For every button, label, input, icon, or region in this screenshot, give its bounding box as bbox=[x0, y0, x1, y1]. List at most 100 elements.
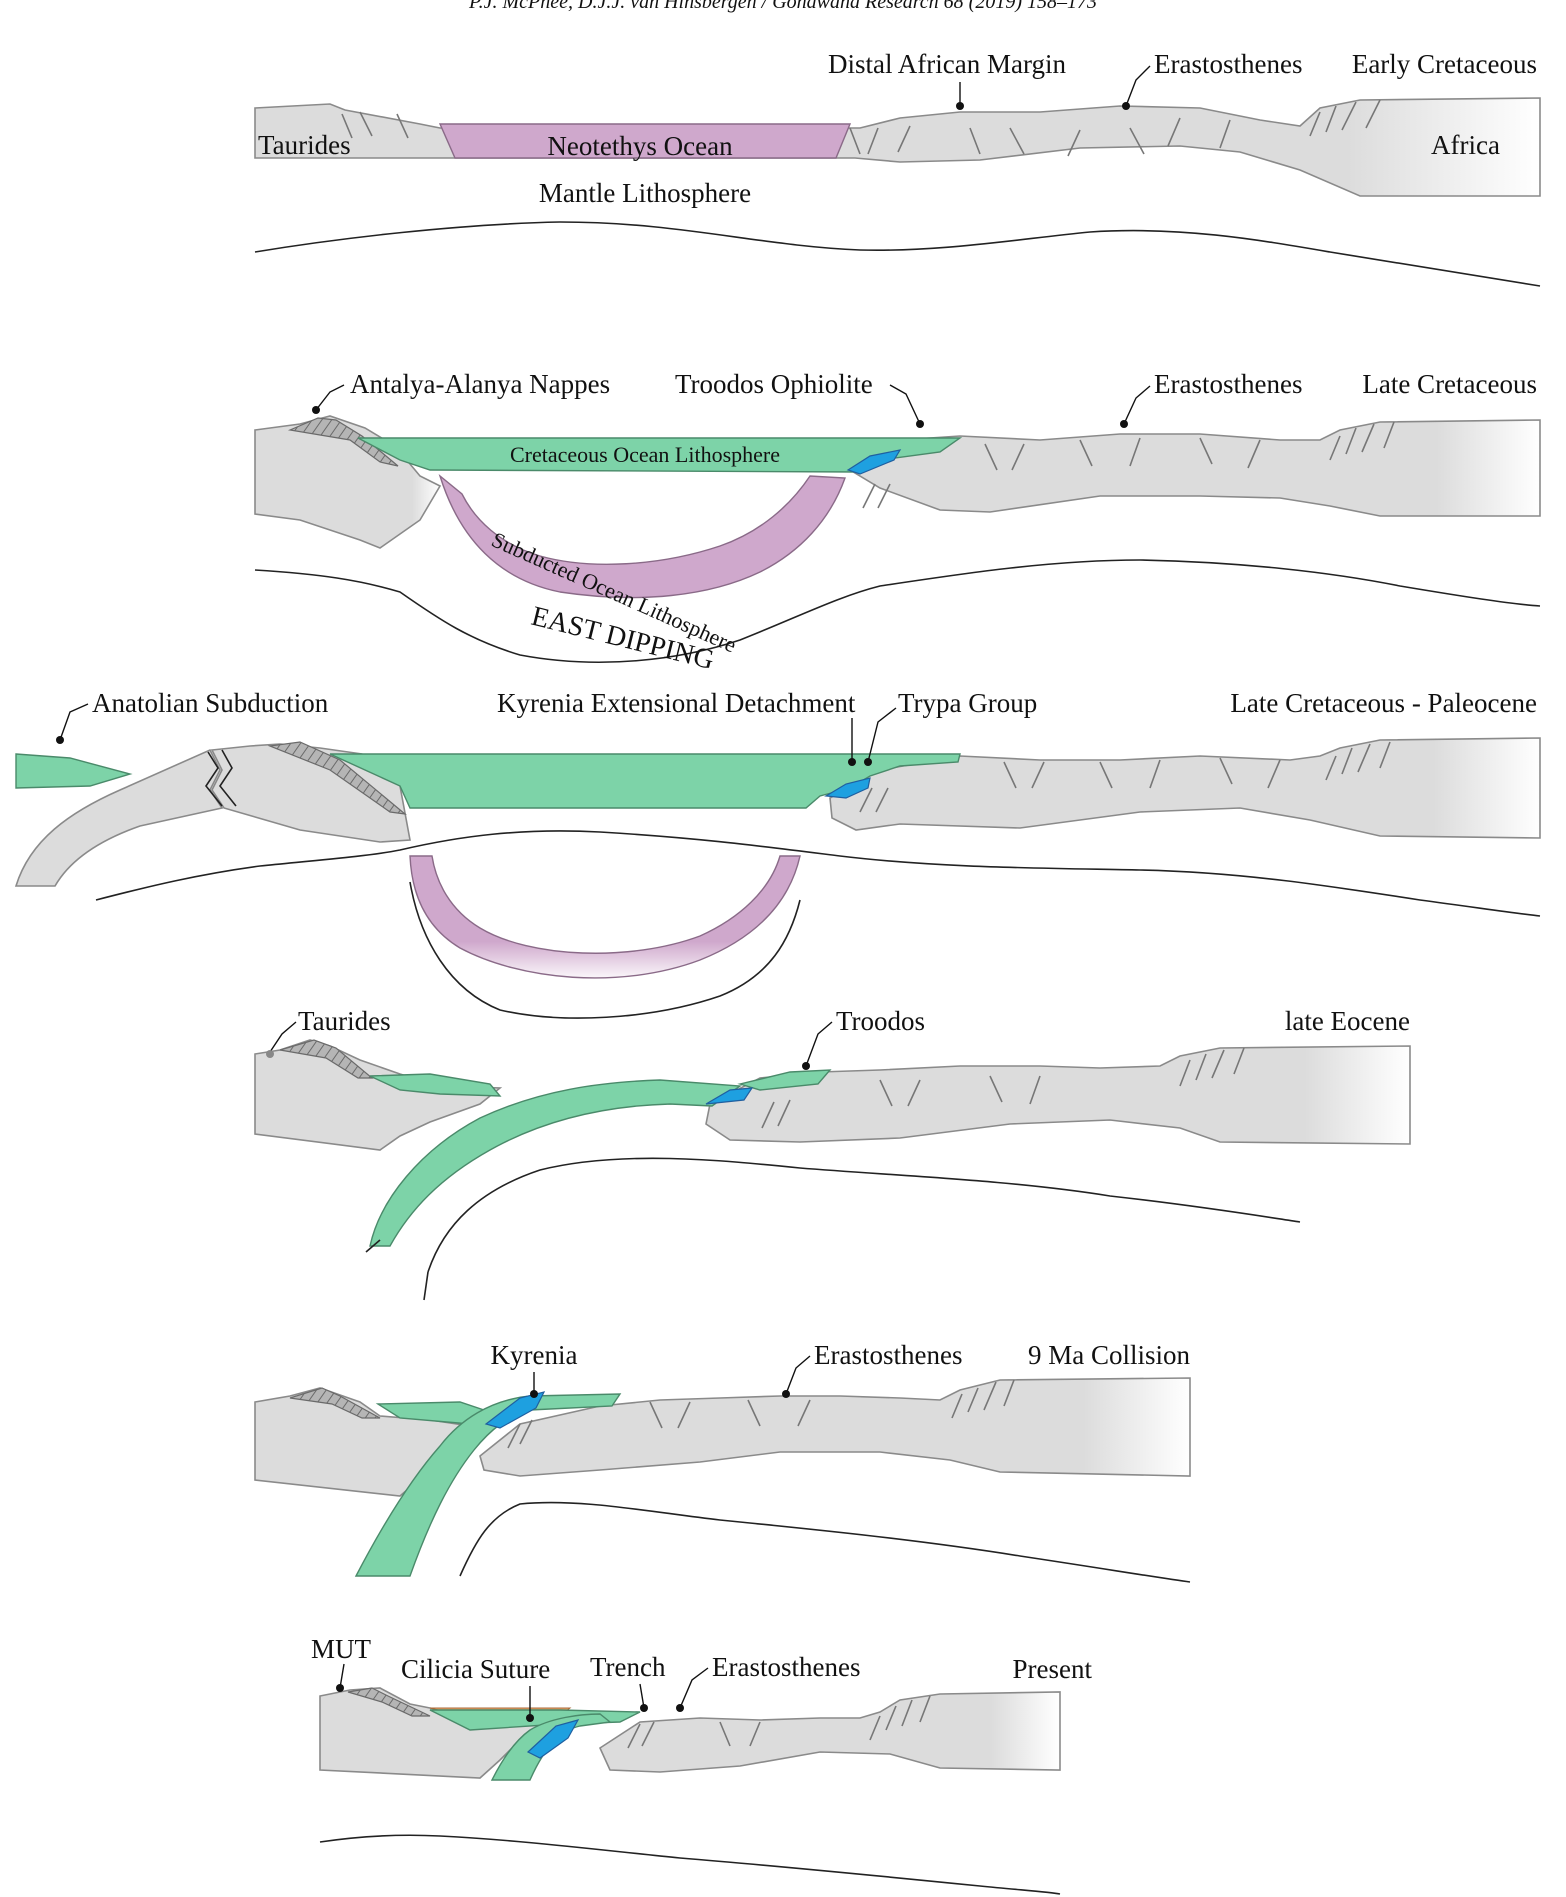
label-cilicia-suture: Cilicia Suture bbox=[401, 1654, 550, 1684]
label-anatolian-subduction: Anatolian Subduction bbox=[92, 688, 329, 718]
anatolian-slab-crust bbox=[14, 748, 224, 887]
african-margin-crust bbox=[705, 1045, 1411, 1145]
upper-ocean-sliver bbox=[369, 1073, 502, 1097]
subducting-ocean-slab bbox=[354, 1393, 622, 1577]
dot-erastosthenes bbox=[1120, 420, 1128, 428]
subducting-ocean-slab bbox=[369, 1079, 742, 1247]
leader-trypa bbox=[867, 707, 897, 763]
label-africa: Africa bbox=[1431, 130, 1500, 160]
normal-faults bbox=[507, 1379, 1015, 1449]
slab-base-line bbox=[427, 1157, 1301, 1273]
slab-break-line-2 bbox=[219, 749, 237, 807]
antalya-alanya-nappe bbox=[287, 417, 399, 467]
label-distal-african-margin: Distal African Margin bbox=[828, 49, 1066, 79]
stage-label-late-eocene: late Eocene bbox=[1285, 1006, 1410, 1036]
stage-label-late-cretaceous: Late Cretaceous bbox=[1362, 369, 1537, 399]
dot-cilicia bbox=[526, 1714, 534, 1722]
leader-troodos bbox=[805, 1021, 833, 1067]
stage-label-late-cretaceous-paleocene: Late Cretaceous - Paleocene bbox=[1230, 688, 1537, 718]
label-trypa-group: Trypa Group bbox=[898, 688, 1037, 718]
stage-label-early-cretaceous: Early Cretaceous bbox=[1352, 49, 1537, 79]
troodos-block bbox=[705, 1087, 754, 1105]
neotethys-ocean-crust bbox=[438, 123, 852, 159]
journal-header: P.J. McPhee, D.J.J. van Hinsbergen / Gon… bbox=[468, 0, 1097, 13]
label-antalya-alanya-nappes: Antalya-Alanya Nappes bbox=[350, 369, 610, 399]
normal-faults bbox=[761, 1047, 1245, 1129]
dot-distal-margin bbox=[956, 102, 964, 110]
african-margin-crust bbox=[598, 1691, 1061, 1773]
label-erastosthenes: Erastosthenes bbox=[712, 1652, 860, 1682]
dot-trench bbox=[640, 1704, 648, 1712]
label-troodos-ophiolite: Troodos Ophiolite bbox=[675, 369, 873, 399]
dot-mut bbox=[336, 1684, 344, 1692]
slab-outer-line bbox=[365, 1239, 381, 1253]
label-cretaceous-ocean-lithosphere: Cretaceous Ocean Lithosphere bbox=[510, 442, 780, 467]
dot-erastosthenes bbox=[676, 1704, 684, 1712]
normal-faults bbox=[627, 1695, 931, 1749]
leader-erastosthenes bbox=[1123, 385, 1151, 425]
nappe-stack bbox=[267, 741, 407, 815]
leader-antalya bbox=[315, 384, 345, 411]
dot-anatolian bbox=[56, 736, 64, 744]
lithosphere-base bbox=[95, 830, 1541, 917]
nappe-stack bbox=[289, 1387, 381, 1419]
dot-kyrenia-detachment bbox=[848, 758, 856, 766]
leader-trench bbox=[639, 1683, 645, 1709]
african-margin-crust bbox=[479, 1377, 1191, 1477]
trypa-group-block bbox=[824, 777, 871, 799]
leader-troodos bbox=[889, 384, 921, 425]
continental-crust bbox=[254, 97, 1541, 197]
stage-label-9ma-collision: 9 Ma Collision bbox=[1028, 1340, 1191, 1370]
troodos-ocean-sliver bbox=[737, 1069, 832, 1091]
anatolian-ocean-lithosphere bbox=[15, 753, 133, 789]
label-kyrenia-extensional-detachment: Kyrenia Extensional Detachment bbox=[497, 688, 856, 718]
label-neotethys-ocean: Neotethys Ocean bbox=[547, 131, 733, 161]
label-erastosthenes: Erastosthenes bbox=[1154, 369, 1302, 399]
label-troodos: Troodos bbox=[836, 1006, 925, 1036]
leader-mut bbox=[339, 1663, 345, 1689]
dot-troodos bbox=[802, 1062, 810, 1070]
subducted-ocean-lithosphere bbox=[438, 473, 846, 599]
african-margin-crust bbox=[829, 737, 1541, 839]
dot-troodos bbox=[916, 420, 924, 428]
label-trench: Trench bbox=[590, 1652, 666, 1682]
dot-antalya bbox=[312, 406, 320, 414]
lithosphere-base bbox=[459, 1501, 1191, 1583]
kyrenia-block bbox=[526, 1719, 580, 1759]
leader-erastosthenes bbox=[1125, 65, 1151, 107]
nappe-stack bbox=[279, 1039, 374, 1079]
panel-9ma-collision: Kyrenia Erastosthenes 9 Ma Collision bbox=[254, 1340, 1191, 1583]
panel-late-eocene: Taurides Troodos late Eocene bbox=[254, 1006, 1411, 1301]
dot-erastosthenes bbox=[1122, 102, 1130, 110]
lithosphere-base bbox=[319, 1834, 1061, 1895]
stage-label-present: Present bbox=[1013, 1654, 1093, 1684]
dot-erastosthenes bbox=[782, 1390, 790, 1398]
label-kyrenia: Kyrenia bbox=[491, 1340, 578, 1370]
label-taurides: Taurides bbox=[298, 1006, 391, 1036]
lithosphere-base bbox=[254, 221, 1541, 287]
troodos-ophiolite-block bbox=[846, 449, 902, 475]
panel-present: MUT Cilicia Suture Trench Erastosthenes … bbox=[311, 1634, 1093, 1895]
kyrenia-block bbox=[484, 1391, 546, 1429]
leader-erastosthenes bbox=[679, 1667, 709, 1709]
label-erastosthenes: Erastosthenes bbox=[814, 1340, 962, 1370]
panel-late-cretaceous: Cretaceous Ocean Lithosphere Subducted O… bbox=[254, 369, 1541, 676]
slab-break-line bbox=[205, 751, 223, 807]
panel-late-cretaceous-paleocene: Anatolian Subduction Kyrenia Extensional… bbox=[14, 688, 1541, 1019]
leader-erastosthenes bbox=[785, 1355, 811, 1395]
dot-taurides bbox=[266, 1050, 274, 1058]
subducted-ocean-remnant bbox=[409, 855, 801, 979]
normal-faults bbox=[341, 99, 1381, 157]
label-mut: MUT bbox=[311, 1634, 372, 1664]
leader-anatolian bbox=[59, 703, 89, 741]
normal-faults bbox=[859, 741, 1391, 813]
label-mantle-lithosphere: Mantle Lithosphere bbox=[539, 178, 751, 208]
dot-kyrenia bbox=[530, 1390, 538, 1398]
dot-trypa bbox=[864, 758, 872, 766]
label-taurides: Taurides bbox=[258, 130, 351, 160]
label-erastosthenes: Erastosthenes bbox=[1154, 49, 1302, 79]
subducted-ocean-envelope bbox=[409, 881, 801, 1019]
lower-lithosphere-line bbox=[423, 1271, 429, 1301]
african-margin-crust bbox=[848, 419, 1541, 517]
